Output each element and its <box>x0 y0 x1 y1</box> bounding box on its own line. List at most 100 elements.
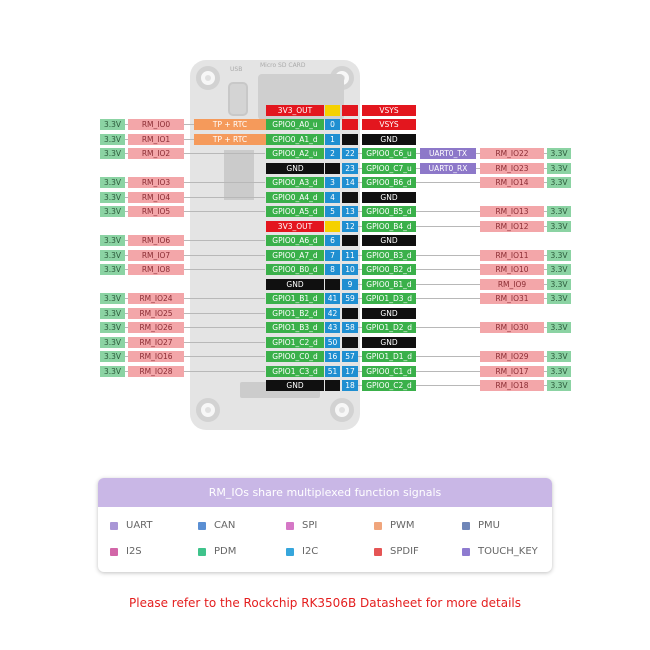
pin-number-right: 13 <box>342 206 358 217</box>
pin-number-left: 3 <box>325 177 340 188</box>
pin-number-right: 18 <box>342 380 358 391</box>
pin-number-left <box>325 104 340 116</box>
voltage-label: 3.3V <box>547 206 571 217</box>
left-function-label: GPIO0_A1_d <box>266 133 324 145</box>
pin-number-left: 51 <box>325 365 340 377</box>
voltage-label: 3.3V <box>100 191 125 203</box>
right-function-label: GPIO0_B3_d <box>362 249 416 261</box>
voltage-label: 3.3V <box>547 264 571 275</box>
rm-io-label: RM_IO16 <box>128 351 184 362</box>
voltage-label: 3.3V <box>547 380 571 391</box>
pin-number-left: 4 <box>325 191 340 203</box>
right-function-label: GND <box>362 336 416 348</box>
left-function-label: GND <box>266 380 324 391</box>
pin-number-right: 14 <box>342 177 358 188</box>
right-function-label: GPIO1_D3_d <box>362 293 416 304</box>
pin-number-left: 2 <box>325 148 340 159</box>
sd-card-label: Micro SD CARD <box>260 62 306 69</box>
legend-label: PMU <box>478 520 500 531</box>
rm-io-label: RM_IO30 <box>480 322 544 333</box>
voltage-label: 3.3V <box>547 365 571 377</box>
pin-number-right: 58 <box>342 322 358 333</box>
legend-label: PDM <box>214 546 237 557</box>
rm-io-label: RM_IO25 <box>128 307 184 319</box>
uart-label: UART0_TX <box>420 148 476 159</box>
pin-number-right: 23 <box>342 162 358 174</box>
voltage-label: 3.3V <box>100 293 125 304</box>
legend-swatch <box>374 548 382 556</box>
legend-label: PWM <box>390 520 415 531</box>
pin-number-right <box>342 235 358 246</box>
rm-io-label: RM_IO18 <box>480 380 544 391</box>
left-function-label: GPIO0_A2_u <box>266 148 324 159</box>
rm-io-label: RM_IO31 <box>480 293 544 304</box>
voltage-label: 3.3V <box>100 206 125 217</box>
voltage-label: 3.3V <box>100 351 125 362</box>
pin-number-left: 6 <box>325 235 340 246</box>
voltage-label: 3.3V <box>100 177 125 188</box>
pin-number-right <box>342 191 358 203</box>
right-guide-line <box>358 298 568 299</box>
legend-swatch <box>462 548 470 556</box>
right-function-label: GPIO1_D1_d <box>362 351 416 362</box>
voltage-label: 3.3V <box>100 365 125 377</box>
rm-io-label: RM_IO23 <box>480 162 544 174</box>
pin-number-right: 12 <box>342 220 358 232</box>
pin-number-left: 5 <box>325 206 340 217</box>
left-function-label: GPIO0_A3_d <box>266 177 324 188</box>
mount-hole-top-left <box>196 66 220 90</box>
legend-swatch <box>286 548 294 556</box>
legend-label: I2S <box>126 546 142 557</box>
right-guide-line <box>358 370 568 372</box>
pin-number-right: 10 <box>342 264 358 275</box>
pin-number-left: 16 <box>325 351 340 362</box>
legend-label: CAN <box>214 520 236 531</box>
right-guide-line <box>358 211 568 212</box>
right-function-label: GND <box>362 307 416 319</box>
uart-label: UART0_RX <box>420 162 476 174</box>
rm-io-label: RM_IO22 <box>480 148 544 159</box>
rm-io-label: RM_IO2 <box>128 148 184 159</box>
pin-number-left <box>325 220 340 232</box>
legend-label: UART <box>126 520 153 531</box>
legend-title: RM_IOs share multiplexed function signal… <box>98 478 552 507</box>
tp-rtc-label: TP + RTC <box>194 133 266 145</box>
voltage-label: 3.3V <box>100 264 125 275</box>
right-guide-line <box>358 269 568 270</box>
left-function-label: GPIO0_A0_u <box>266 119 324 130</box>
right-function-label: GND <box>362 235 416 246</box>
left-function-label: GPIO1_C3_d <box>266 365 324 377</box>
voltage-label: 3.3V <box>100 133 125 145</box>
rm-io-label: RM_IO4 <box>128 191 184 203</box>
rm-io-label: RM_IO11 <box>480 249 544 261</box>
right-function-label: GPIO0_B5_d <box>362 206 416 217</box>
left-function-label: GPIO1_C2_d <box>266 336 324 348</box>
rm-io-label: RM_IO13 <box>480 206 544 217</box>
mount-hole-bottom-right <box>330 398 354 422</box>
pin-number-left <box>325 278 340 290</box>
left-function-label: GPIO0_B0_d <box>266 264 324 275</box>
voltage-label: 3.3V <box>100 336 125 348</box>
right-guide-line <box>358 254 568 256</box>
legend-label: SPDIF <box>390 546 419 557</box>
voltage-label: 3.3V <box>547 278 571 290</box>
voltage-label: 3.3V <box>547 220 571 232</box>
left-function-label: GPIO1_B3_d <box>266 322 324 333</box>
left-function-label: GPIO0_A5_d <box>266 206 324 217</box>
right-function-label: GND <box>362 133 416 145</box>
right-function-label: VSYS <box>362 104 416 116</box>
rm-io-label: RM_IO14 <box>480 177 544 188</box>
legend-swatch <box>110 548 118 556</box>
left-function-label: GPIO0_A7_d <box>266 249 324 261</box>
rm-io-label: RM_IO5 <box>128 206 184 217</box>
voltage-label: 3.3V <box>100 249 125 261</box>
pin-number-right <box>342 307 358 319</box>
pin-number-right: 11 <box>342 249 358 261</box>
usb-connector <box>228 82 248 116</box>
voltage-label: 3.3V <box>547 322 571 333</box>
legend-swatch <box>462 522 470 530</box>
right-function-label: GPIO1_D2_d <box>362 322 416 333</box>
pin-number-left: 0 <box>325 119 340 130</box>
pin-number-left: 43 <box>325 322 340 333</box>
right-function-label: GPIO0_C1_d <box>362 365 416 377</box>
